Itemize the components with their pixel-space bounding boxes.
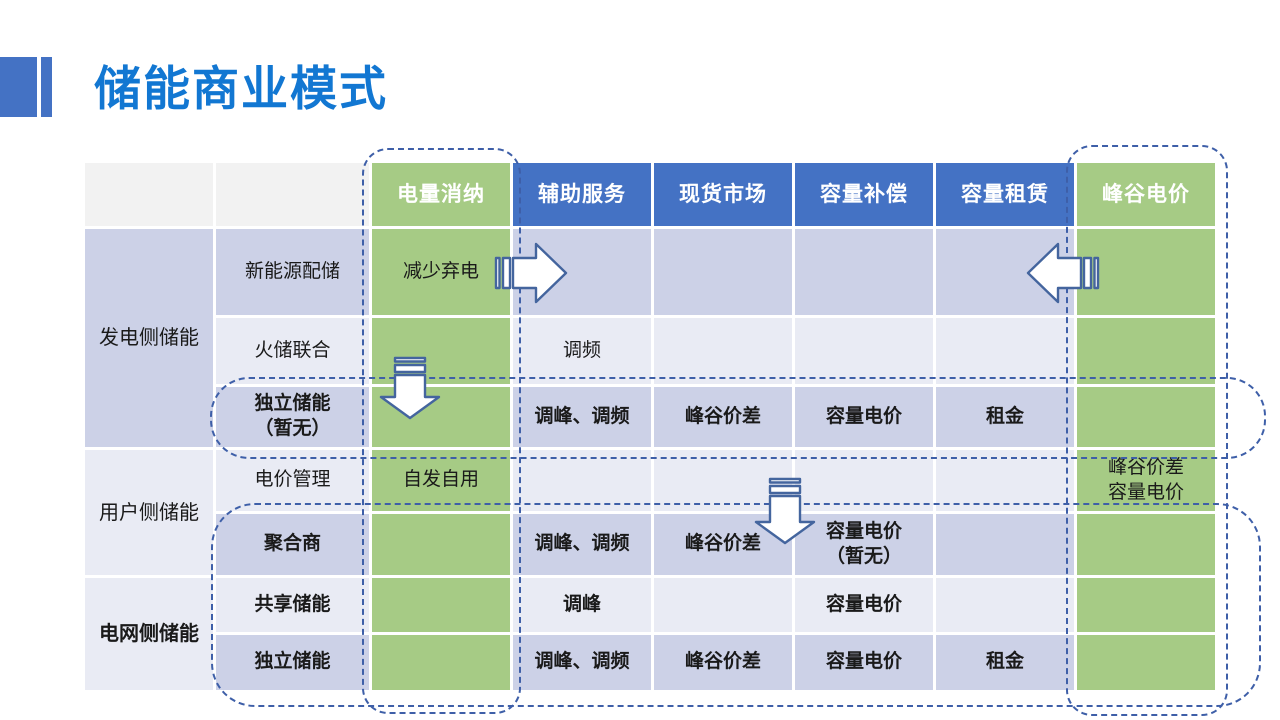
column-header-capacity-compensation: 容量补偿 — [795, 163, 933, 226]
title-accent-square — [0, 57, 37, 117]
table-cell: 峰谷价差 容量电价 — [1077, 450, 1215, 511]
row-label: 新能源配储 — [216, 229, 369, 315]
striped-left-arrow-icon — [1026, 242, 1100, 304]
table-cell: 租金 — [936, 635, 1074, 690]
table-cell: 调峰、调频 — [513, 387, 651, 447]
table-cell: 容量电价 （暂无） — [795, 514, 933, 575]
row-label: 电价管理 — [216, 450, 369, 511]
table-cell: 自发自用 — [372, 450, 510, 511]
table-cell — [654, 578, 792, 632]
row-group-grid-side: 电网侧储能 — [85, 578, 213, 690]
column-header-capacity-lease: 容量租赁 — [936, 163, 1074, 226]
table-cell: 调峰、调频 — [513, 514, 651, 575]
table-cell — [654, 318, 792, 384]
row-label: 火储联合 — [216, 318, 369, 384]
row-group-user-side: 用户侧储能 — [85, 450, 213, 575]
table-cell — [372, 514, 510, 575]
table-cell: 容量电价 — [795, 635, 933, 690]
title-accent-bar — [41, 57, 52, 117]
table-cell: 容量电价 — [795, 387, 933, 447]
row-label: 共享储能 — [216, 578, 369, 632]
table-cell: 峰谷价差 — [654, 387, 792, 447]
row-label: 独立储能 — [216, 635, 369, 690]
table-cell: 调峰 — [513, 578, 651, 632]
table-cell — [1077, 387, 1215, 447]
table-cell: 调频 — [513, 318, 651, 384]
table-cell — [936, 450, 1074, 511]
striped-down-arrow-icon — [754, 477, 816, 545]
table-cell — [372, 578, 510, 632]
table-cell: 减少弃电 — [372, 229, 510, 315]
table-cell — [1077, 514, 1215, 575]
table-cell: 峰谷价差 — [654, 635, 792, 690]
table-cell — [795, 318, 933, 384]
table-cell — [1077, 635, 1215, 690]
table-cell — [654, 229, 792, 315]
table-cell: 调峰、调频 — [513, 635, 651, 690]
table-cell — [795, 229, 933, 315]
column-header-consumption: 电量消纳 — [372, 163, 510, 226]
header-empty-cell — [85, 163, 213, 226]
table-cell — [1077, 229, 1215, 315]
striped-down-arrow-icon — [379, 356, 441, 420]
column-header-ancillary: 辅助服务 — [513, 163, 651, 226]
table-cell — [513, 450, 651, 511]
column-header-spot-market: 现货市场 — [654, 163, 792, 226]
table-cell — [936, 578, 1074, 632]
business-model-table: 发电侧储能 用户侧储能 电网侧储能 电量消纳 辅助服务 现货市场 容量补偿 容量… — [85, 163, 1215, 690]
table-cell — [936, 318, 1074, 384]
page-title: 储能商业模式 — [94, 62, 388, 115]
table-cell: 租金 — [936, 387, 1074, 447]
column-header-peak-valley-price: 峰谷电价 — [1077, 163, 1215, 226]
table-cell — [936, 514, 1074, 575]
row-group-generation-side: 发电侧储能 — [85, 229, 213, 447]
table-cell — [1077, 578, 1215, 632]
table-cell — [372, 635, 510, 690]
table-cell — [1077, 318, 1215, 384]
striped-right-arrow-icon — [494, 242, 568, 304]
row-label: 独立储能 （暂无） — [216, 387, 369, 447]
table-cell: 容量电价 — [795, 578, 933, 632]
row-label: 聚合商 — [216, 514, 369, 575]
table-cell — [795, 450, 933, 511]
header-empty-cell — [216, 163, 369, 226]
